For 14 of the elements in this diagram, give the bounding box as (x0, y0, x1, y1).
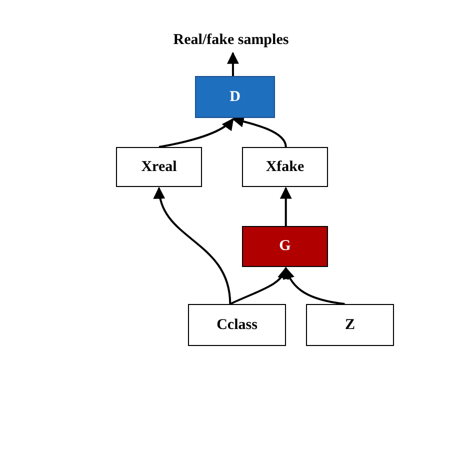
arrow (226, 52, 239, 76)
arrow (232, 116, 287, 148)
output-label: Real/fake samples (136, 28, 326, 52)
process-box: Xreal (116, 147, 202, 187)
input-box: Cclass (188, 304, 286, 346)
input-box: Z (306, 304, 394, 346)
arrow (154, 186, 232, 304)
arrow (230, 266, 288, 305)
discriminator-box: D (195, 76, 275, 118)
arrow (158, 118, 234, 148)
arrow (280, 186, 292, 226)
arrow (284, 266, 345, 305)
generator-box: G (242, 226, 328, 267)
process-box: Xfake (242, 147, 328, 187)
